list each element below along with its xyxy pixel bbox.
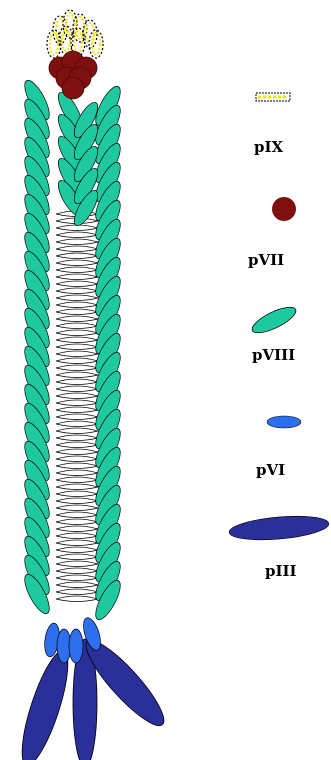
helix-backdrop — [56, 210, 98, 610]
pix-subunit — [86, 23, 94, 45]
pvii-cluster — [49, 51, 97, 99]
pvii-subunit — [62, 77, 84, 99]
pvi-subunit — [69, 629, 83, 663]
legend: pIX pVII pVIII pVI pIII — [228, 93, 330, 580]
legend-pvii-icon — [272, 197, 296, 221]
dna-helix-core — [56, 210, 98, 610]
bottom-cap — [13, 616, 173, 760]
legend-pviii-icon — [249, 302, 299, 337]
legend-pviii-label: pVIII — [252, 346, 295, 364]
legend-pvi-icon — [267, 416, 301, 428]
pix-subunit — [74, 31, 82, 53]
pix-subunit — [92, 33, 100, 55]
top-cap — [47, 10, 103, 99]
piii-subunit — [13, 647, 77, 760]
legend-pvii-label: pVII — [248, 251, 284, 269]
legend-piii-label: pIII — [265, 562, 297, 580]
legend-pix-icon — [256, 93, 290, 101]
legend-piii-icon — [228, 513, 330, 544]
legend-pix-label: pIX — [254, 138, 284, 156]
piii-cluster — [13, 632, 173, 760]
legend-pvi-label: pVI — [256, 461, 285, 479]
pix-subunit — [62, 29, 70, 51]
pix-subunit — [50, 33, 58, 55]
